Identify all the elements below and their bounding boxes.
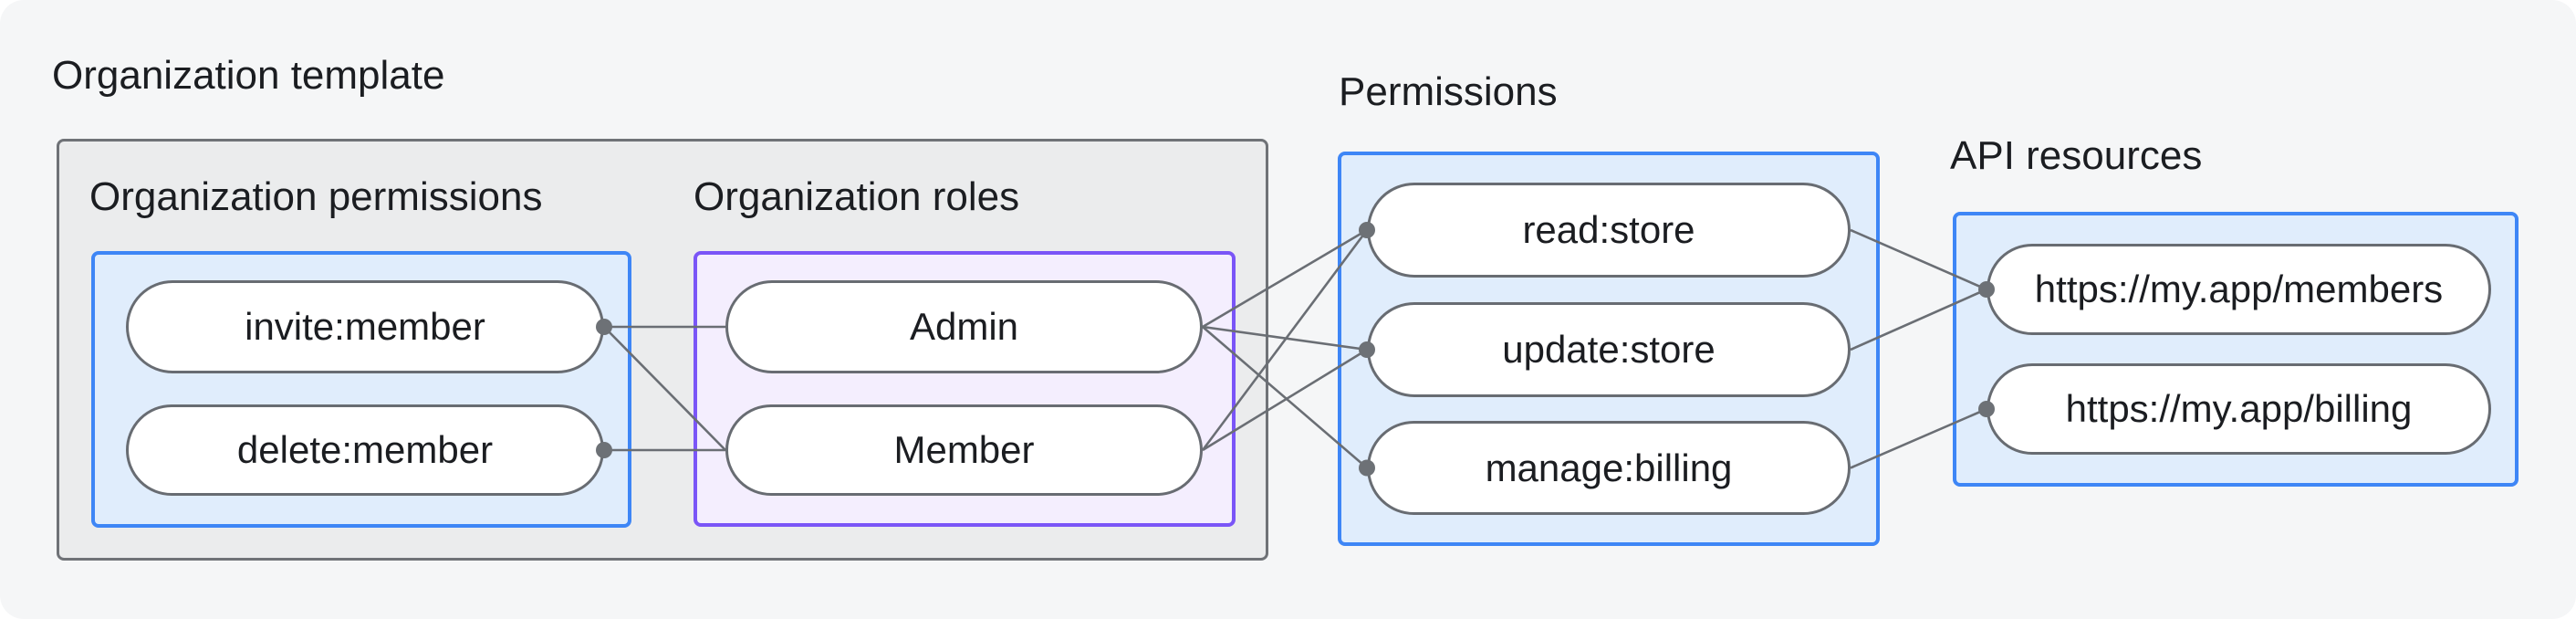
node-members-api-resource: https://my.app/members: [1987, 244, 2491, 335]
permissions-label: Permissions: [1339, 69, 1558, 114]
node-admin-role: Admin: [725, 280, 1203, 373]
node-invite-member: invite:member: [126, 280, 604, 373]
node-member-role: Member: [725, 404, 1203, 496]
node-delete-member: delete:member: [126, 404, 604, 496]
api-resources-label: API resources: [1950, 133, 2203, 178]
node-update-store-permission: update:store: [1367, 302, 1851, 397]
node-read-store-permission: read:store: [1367, 183, 1851, 278]
node-manage-billing-permission: manage:billing: [1367, 421, 1851, 515]
organization-roles-label: Organization roles: [694, 174, 1020, 219]
organization-permissions-label: Organization permissions: [89, 174, 543, 219]
node-billing-api-resource: https://my.app/billing: [1987, 363, 2491, 455]
organization-template-label: Organization template: [52, 53, 445, 98]
